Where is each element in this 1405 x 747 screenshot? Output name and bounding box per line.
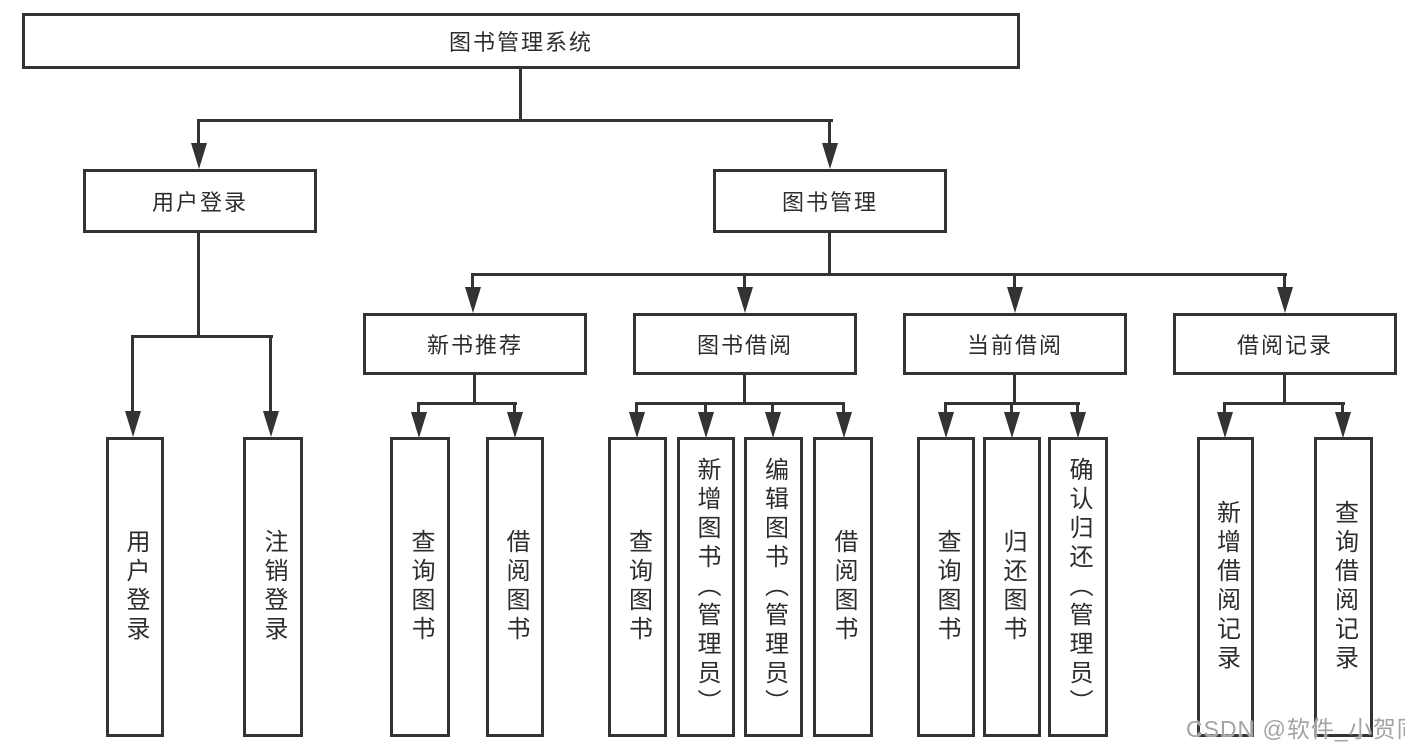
- node-label: 用户登录: [122, 529, 149, 645]
- node-logout-login: 注销登录: [243, 437, 303, 737]
- node-label: 图书借阅: [696, 333, 793, 358]
- node-label: 新增借阅记录: [1212, 500, 1240, 674]
- connector-line: [1341, 402, 1344, 414]
- watermark: CSDN @软件_小贺同学: [1186, 716, 1405, 742]
- node-cb-confirm-return-admin: 确认归还（管理员）: [1048, 437, 1108, 737]
- node-book-borrow: 图书借阅: [633, 313, 857, 375]
- node-new-book-recommend: 新书推荐: [363, 313, 587, 375]
- node-label: 图书管理系统: [448, 30, 593, 55]
- connector-line: [131, 335, 273, 338]
- arrowhead-down-icon: [1004, 412, 1020, 438]
- arrowhead-down-icon: [465, 287, 481, 313]
- connector-line: [471, 273, 474, 291]
- arrowhead-down-icon: [737, 287, 753, 313]
- connector-line: [1013, 372, 1016, 405]
- arrowhead-down-icon: [836, 412, 852, 438]
- arrowhead-down-icon: [191, 143, 207, 169]
- node-user-login-leaf: 用户登录: [106, 437, 164, 737]
- node-br-query-record: 查询借阅记录: [1314, 437, 1373, 737]
- arrowhead-down-icon: [263, 411, 279, 437]
- connector-line: [771, 402, 774, 414]
- node-bb-query-books: 查询图书: [608, 437, 667, 737]
- arrowhead-down-icon: [629, 412, 645, 438]
- arrowhead-down-icon: [938, 412, 954, 438]
- connector-line: [1076, 402, 1079, 414]
- connector-line: [1013, 273, 1016, 291]
- arrowhead-down-icon: [698, 412, 714, 438]
- node-nb-borrow-books: 借阅图书: [486, 437, 544, 737]
- arrowhead-down-icon: [1217, 412, 1233, 438]
- node-label: 编辑图书（管理员）: [760, 456, 788, 718]
- node-label: 确认归还（管理员）: [1065, 456, 1092, 718]
- connector-line: [269, 335, 272, 413]
- node-library-system: 图书管理系统: [22, 13, 1020, 69]
- node-nb-query-books: 查询图书: [390, 437, 450, 737]
- node-label: 新书推荐: [426, 333, 523, 358]
- connector-line: [704, 402, 707, 414]
- node-book-management: 图书管理: [713, 169, 947, 233]
- arrowhead-down-icon: [125, 411, 141, 437]
- node-borrow-records: 借阅记录: [1173, 313, 1397, 375]
- connector-line: [197, 119, 200, 147]
- connector-line: [417, 402, 420, 414]
- node-label: 图书管理: [781, 190, 878, 215]
- connector-line: [471, 273, 1287, 276]
- arrowhead-down-icon: [507, 412, 523, 438]
- node-label: 查询图书: [624, 529, 652, 645]
- connector-line: [635, 402, 845, 405]
- connector-line: [197, 119, 833, 122]
- arrowhead-down-icon: [411, 412, 427, 438]
- connector-line: [417, 402, 517, 405]
- node-user-login: 用户登录: [83, 169, 317, 233]
- connector-line: [1283, 273, 1286, 291]
- connector-line: [473, 372, 476, 405]
- node-label: 当前借阅: [966, 333, 1063, 358]
- connector-line: [197, 230, 200, 338]
- connector-line: [944, 402, 947, 414]
- arrowhead-down-icon: [1335, 412, 1351, 438]
- node-label: 用户登录: [151, 190, 248, 215]
- connector-line: [519, 66, 522, 122]
- node-bb-borrow-books: 借阅图书: [813, 437, 873, 737]
- node-label: 借阅图书: [830, 529, 857, 645]
- node-label: 借阅记录: [1236, 333, 1333, 358]
- connector-line: [842, 402, 845, 414]
- arrowhead-down-icon: [765, 412, 781, 438]
- connector-line: [828, 230, 831, 276]
- node-br-add-record: 新增借阅记录: [1197, 437, 1254, 737]
- node-label: 归还图书: [999, 529, 1026, 645]
- connector-line: [828, 119, 831, 147]
- arrowhead-down-icon: [1277, 287, 1293, 313]
- node-label: 新增图书（管理员）: [693, 456, 720, 718]
- node-cb-query-books: 查询图书: [917, 437, 975, 737]
- node-label: 查询图书: [933, 529, 960, 645]
- connector-line: [743, 273, 746, 291]
- node-bb-edit-books-admin: 编辑图书（管理员）: [744, 437, 803, 737]
- node-label: 借阅图书: [502, 529, 529, 645]
- node-label: 查询借阅记录: [1330, 500, 1358, 674]
- connector-line: [635, 402, 638, 414]
- connector-line: [131, 335, 134, 413]
- node-label: 注销登录: [260, 529, 287, 645]
- connector-line: [1010, 402, 1013, 414]
- connector-line: [743, 372, 746, 405]
- node-current-borrow: 当前借阅: [903, 313, 1127, 375]
- arrowhead-down-icon: [1070, 412, 1086, 438]
- arrowhead-down-icon: [822, 143, 838, 169]
- node-cb-return-books: 归还图书: [983, 437, 1041, 737]
- node-bb-add-books-admin: 新增图书（管理员）: [677, 437, 735, 737]
- connector-line: [1223, 402, 1345, 405]
- connector-line: [513, 402, 516, 414]
- connector-line: [1283, 372, 1286, 405]
- node-label: 查询图书: [407, 529, 434, 645]
- arrowhead-down-icon: [1007, 287, 1023, 313]
- connector-line: [1223, 402, 1226, 414]
